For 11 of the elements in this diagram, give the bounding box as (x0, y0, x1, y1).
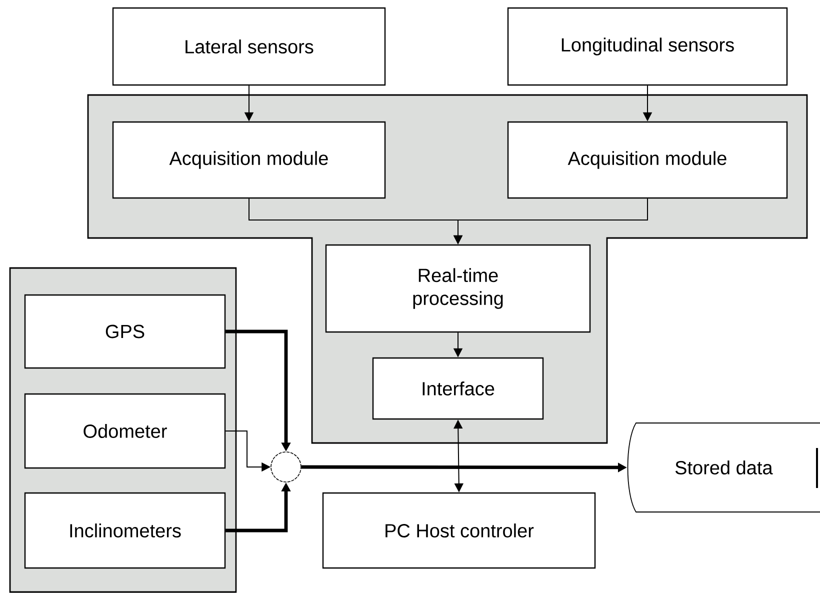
process-box: Lateral sensors (112, 7, 386, 86)
process-box: Longitudinal sensors (507, 7, 788, 86)
process-box: Acquisition module (112, 121, 386, 199)
process-box: Interface (372, 357, 544, 420)
summing-junction (270, 452, 302, 482)
process-box: GPS (24, 294, 226, 369)
process-box: Inclinometers (24, 492, 226, 569)
process-box: PC Host controler (322, 492, 596, 569)
process-box: Odometer (24, 393, 226, 469)
process-box: Acquisition module (507, 121, 788, 199)
process-box: Real-time processing (325, 244, 591, 333)
